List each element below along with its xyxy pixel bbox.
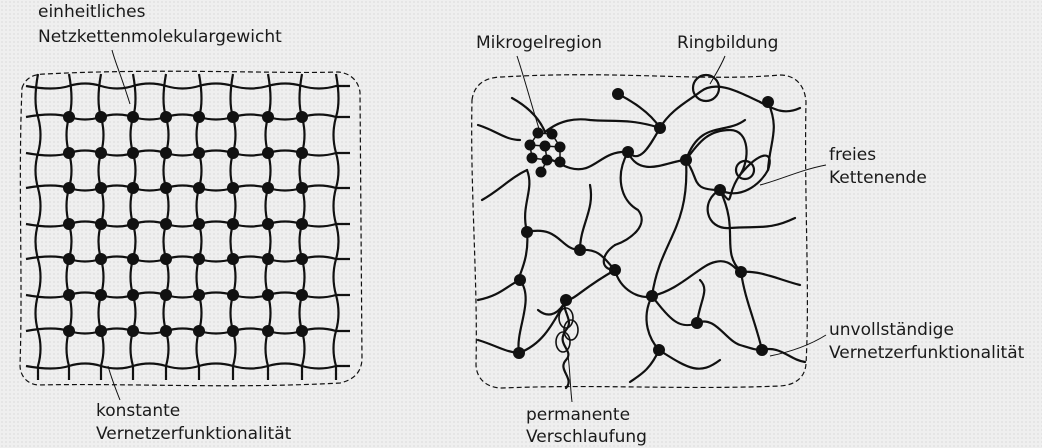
left-network-node [127,218,139,230]
left-network-node [63,253,75,265]
left-network-node [193,253,205,265]
left-network-node [193,289,205,301]
left-network-node [296,111,308,123]
left-network-node [227,289,239,301]
left-network-node [227,111,239,123]
left-network-node [296,182,308,194]
left-network-node [193,218,205,230]
left-network-node [227,325,239,337]
left-network-node [160,111,172,123]
left-network-node [296,325,308,337]
left-network-node [262,218,274,230]
left-network-node [95,289,107,301]
left-network-node [63,182,75,194]
left-network-node [63,218,75,230]
left-network-node [127,182,139,194]
left-network-node [95,253,107,265]
left-network-node [95,147,107,159]
left-network-node [95,111,107,123]
microgel-links [530,133,560,172]
left-network-node [227,182,239,194]
left-network-node [296,289,308,301]
left-network-node [262,325,274,337]
left-network-node [63,111,75,123]
left-network-node [63,147,75,159]
left-network-node [95,218,107,230]
left-network-node [227,253,239,265]
left-network-node [262,289,274,301]
left-network-node [262,253,274,265]
left-network-node [63,289,75,301]
left-network-node [296,218,308,230]
left-network-node [127,289,139,301]
left-network-node [160,182,172,194]
left-network-node [193,111,205,123]
left-network-node [95,182,107,194]
left-network-node [160,253,172,265]
left-network-node [296,253,308,265]
left-network-node [127,253,139,265]
left-network-node [160,218,172,230]
left-network-node [95,325,107,337]
left-network-node [262,147,274,159]
left-network-node [227,218,239,230]
left-network-node [127,325,139,337]
left-network-node [193,147,205,159]
left-network-node [193,182,205,194]
left-network-node [296,147,308,159]
left-network-node [127,111,139,123]
left-network-node [160,325,172,337]
left-network-node [262,111,274,123]
left-network-node [160,289,172,301]
left-network-node [193,325,205,337]
left-network-node [127,147,139,159]
left-network-node [63,325,75,337]
left-network-node [262,182,274,194]
left-network-node [227,147,239,159]
left-network-node [160,147,172,159]
left-grid-column [334,74,339,380]
